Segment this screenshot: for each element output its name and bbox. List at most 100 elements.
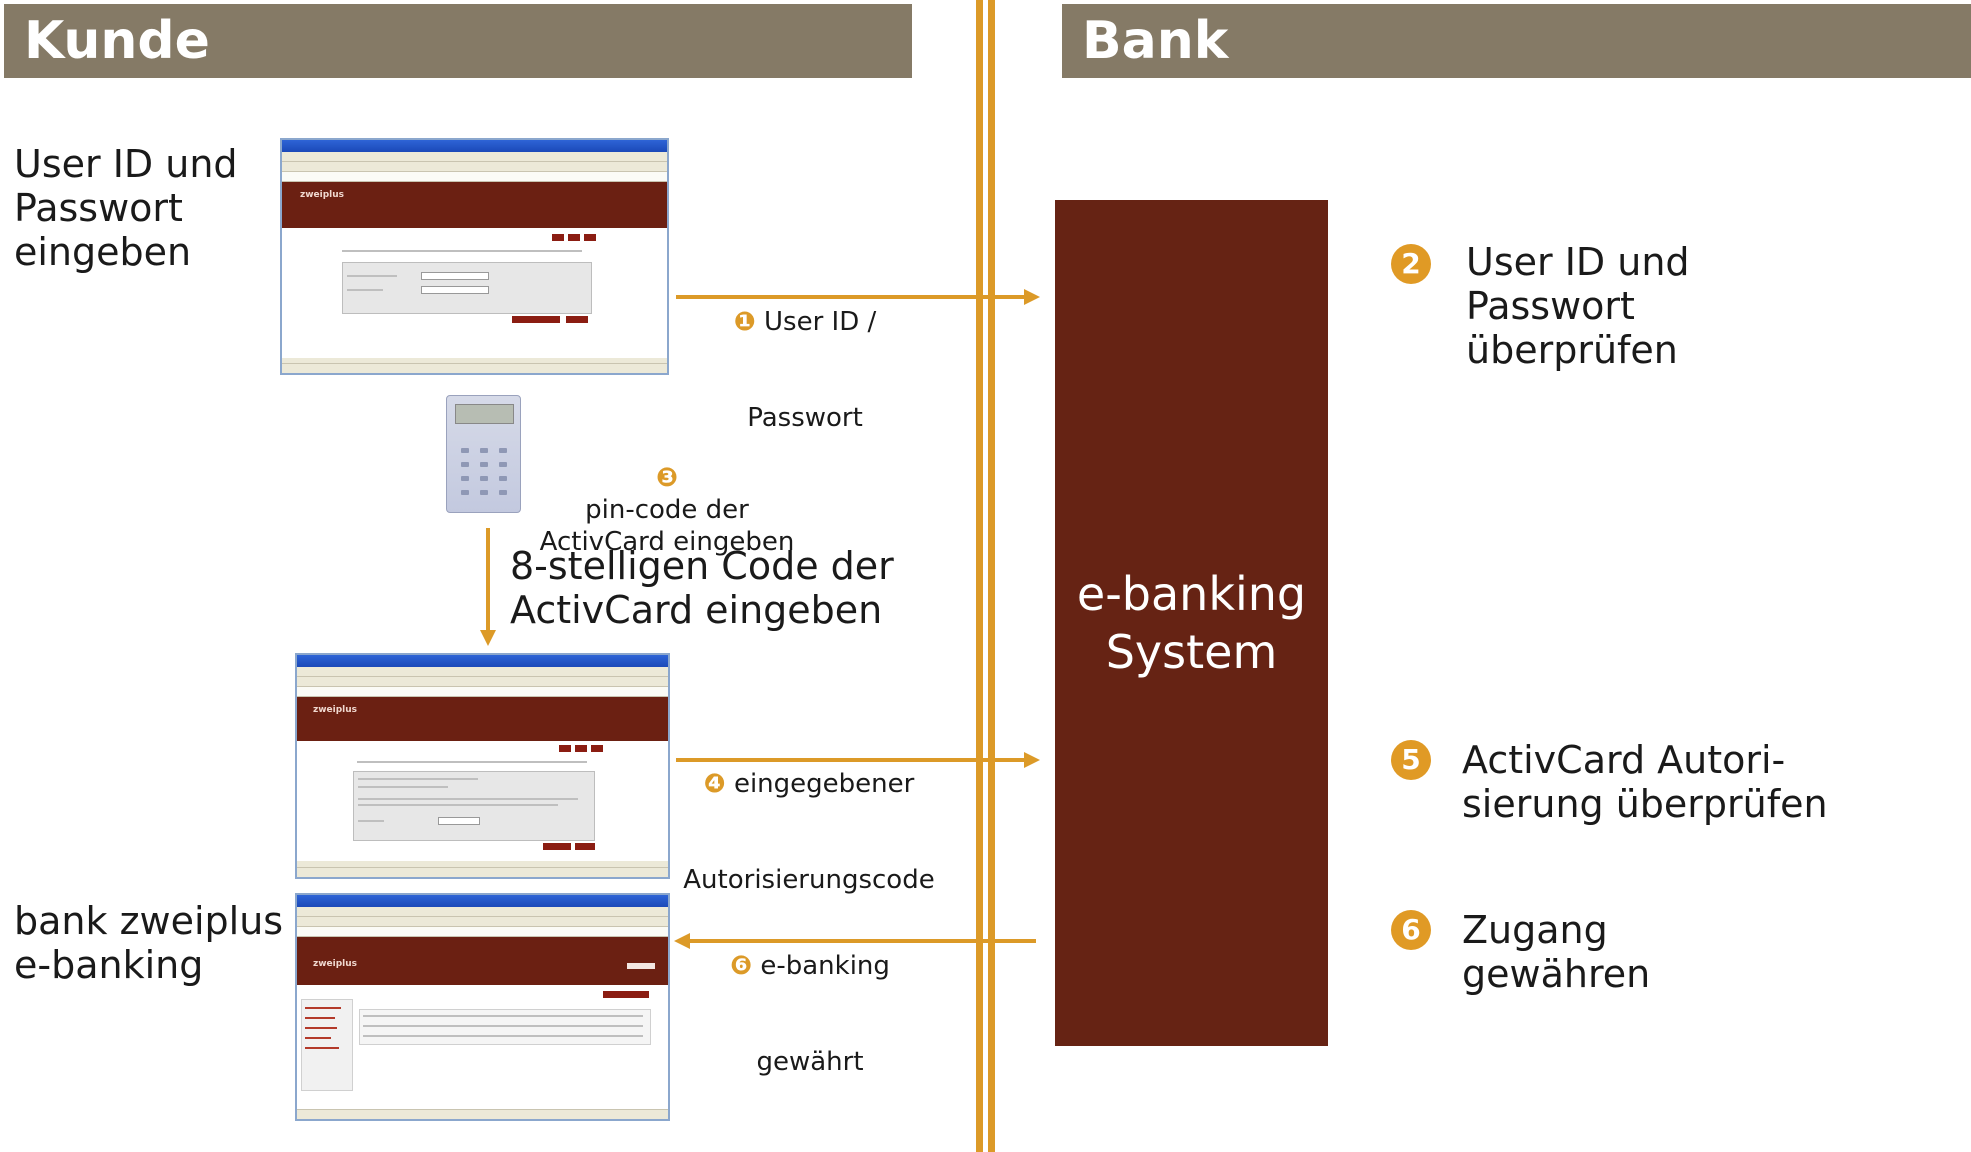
logout-button: [627, 963, 655, 969]
token-key: [480, 462, 488, 467]
number-3-icon: ❸: [655, 463, 678, 493]
token-key: [461, 462, 469, 467]
message-4-line-1: eingegebener: [733, 769, 915, 799]
submit-button: [543, 843, 571, 850]
token-key: [461, 490, 469, 495]
message-1-line-2: Passwort: [747, 403, 863, 433]
cancel-button: [575, 843, 595, 850]
step-code-text: 8-stelligen Code der ActivCard eingeben: [510, 544, 894, 632]
browser-title-bar: [297, 895, 668, 907]
nav-sidebar: [301, 999, 353, 1091]
brand-logo: zweiplus: [313, 959, 358, 969]
help-button: [566, 316, 588, 323]
sidebar-item: [305, 1047, 339, 1049]
header-bank: Bank: [1062, 4, 1971, 78]
nav-button: [559, 745, 571, 752]
browser-toolbar: [297, 917, 668, 927]
bank-banner: zweiplus: [282, 182, 667, 228]
browser-toolbar: [282, 162, 667, 172]
login-screen-screenshot: zweiplus: [280, 138, 669, 375]
page-heading-line: [357, 761, 587, 763]
step-login-text: User ID und Passwort eingeben: [14, 142, 238, 274]
brand-logo: zweiplus: [300, 190, 345, 200]
nav-button: [568, 234, 580, 241]
browser-title-bar: [282, 140, 667, 152]
form-label: [358, 820, 384, 822]
nav-button: [584, 234, 596, 241]
message-3-text: pin-code der ActivCard eingeben: [539, 495, 795, 557]
nav-button: [591, 745, 603, 752]
token-display: [455, 404, 514, 424]
token-key: [499, 490, 507, 495]
token-key: [480, 490, 488, 495]
sidebar-item: [305, 1017, 335, 1019]
ebanking-content: [297, 985, 668, 1115]
message-1-line-1: User ID /: [764, 307, 877, 337]
message-1-label: ❶ User ID / Passwort: [720, 250, 890, 490]
token-key: [499, 476, 507, 481]
page-heading-line: [342, 250, 582, 252]
message-6-line-1: e-banking: [760, 951, 890, 981]
form-label: [347, 275, 397, 277]
bank-banner: zweiplus: [297, 937, 668, 985]
token-key: [480, 476, 488, 481]
code-field: [438, 817, 480, 825]
divider-line-left: [976, 0, 983, 1152]
table-row: [363, 1015, 643, 1017]
nav-button: [575, 745, 587, 752]
step-2-text: User ID und Passwort überprüfen: [1466, 240, 1690, 372]
sidebar-item: [305, 1037, 331, 1039]
browser-title-bar: [297, 655, 668, 667]
browser-menu-bar: [282, 152, 667, 162]
action-button: [603, 991, 649, 998]
nav-button: [552, 234, 564, 241]
login-content: [282, 228, 667, 358]
submit-button: [512, 316, 560, 323]
brand-logo: zweiplus: [313, 705, 358, 715]
authorization-content: [297, 741, 668, 861]
divider-line-right: [988, 0, 995, 1152]
step-6-text: Zugang gewähren: [1462, 908, 1651, 996]
password-field: [421, 286, 489, 294]
browser-address-bar: [282, 172, 667, 182]
form-text: [358, 786, 448, 788]
number-4-icon: ❹: [703, 769, 726, 799]
token-key: [499, 448, 507, 453]
step-5-text: ActivCard Autori- sierung überprüfen: [1462, 738, 1828, 826]
token-key: [461, 448, 469, 453]
browser-address-bar: [297, 687, 668, 697]
login-form: [342, 262, 592, 314]
arrow-1-head: [1024, 289, 1040, 305]
activcard-token-image: [446, 395, 521, 513]
number-5-icon: 5: [1391, 740, 1431, 780]
sidebar-item: [305, 1027, 337, 1029]
table-row: [363, 1025, 643, 1027]
bank-banner: zweiplus: [297, 697, 668, 741]
token-key: [480, 448, 488, 453]
browser-toolbar: [297, 677, 668, 687]
message-4-line-2: Autorisierungscode: [683, 865, 935, 895]
browser-menu-bar: [297, 667, 668, 677]
number-2-icon: 2: [1391, 244, 1431, 284]
form-text: [358, 798, 578, 800]
arrow-4-head: [1024, 752, 1040, 768]
header-kunde: Kunde: [4, 4, 912, 78]
ebanking-screen-screenshot: zweiplus: [295, 893, 670, 1121]
number-6-circle-icon: 6: [1391, 910, 1431, 950]
form-text: [358, 804, 558, 806]
message-4-label: ❹ eingegebener Autorisierungscode: [674, 712, 944, 952]
token-key: [461, 476, 469, 481]
user-id-field: [421, 272, 489, 280]
sidebar-item: [305, 1007, 341, 1009]
number-6-icon: ❻: [730, 951, 753, 981]
number-1-icon: ❶: [733, 307, 756, 337]
browser-status-bar: [297, 1109, 668, 1119]
step-result-text: bank zweiplus e-banking: [14, 899, 284, 987]
browser-menu-bar: [297, 907, 668, 917]
browser-status-bar: [297, 867, 668, 877]
authorization-screen-screenshot: zweiplus: [295, 653, 670, 879]
arrow-code-head: [480, 630, 496, 646]
browser-address-bar: [297, 927, 668, 937]
form-label: [347, 289, 383, 291]
